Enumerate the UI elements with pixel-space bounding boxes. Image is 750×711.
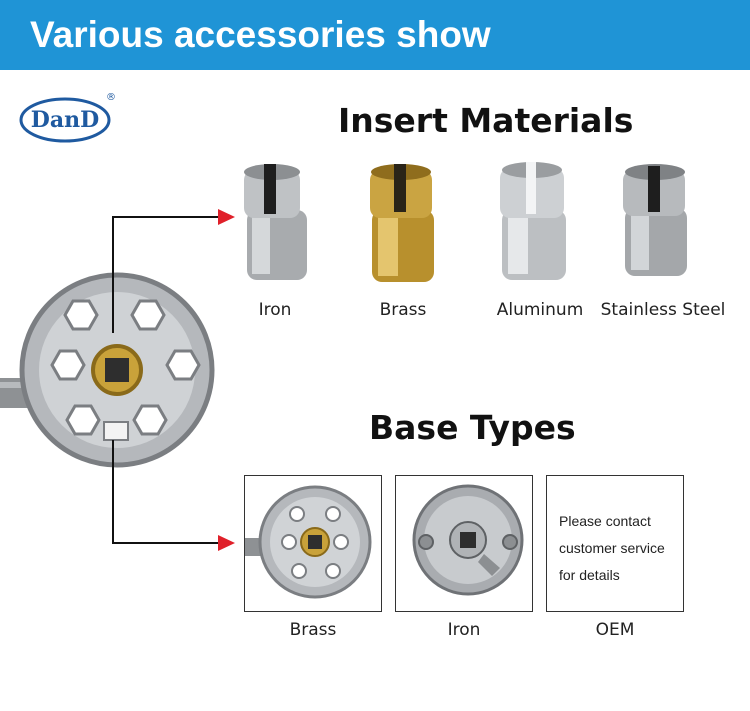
material-label: Iron — [258, 300, 292, 320]
brand-logo: DanD — [19, 97, 111, 143]
stainless-insert-image — [623, 164, 687, 276]
brass-base-image — [245, 485, 372, 599]
base-oem-box: Please contact customer service for deta… — [546, 475, 684, 612]
logo-text: DanD — [30, 107, 100, 133]
base-label: Iron — [447, 620, 481, 640]
logo-oval-icon — [19, 97, 111, 143]
base-brass-box — [244, 475, 382, 612]
insert-iron — [230, 160, 380, 340]
arrow-head-icon — [218, 535, 235, 551]
material-label: Aluminum — [496, 300, 584, 320]
arrow-head-icon — [218, 209, 235, 225]
page-title: Various accessories show — [30, 14, 491, 55]
iron-base-image — [412, 484, 524, 596]
header-banner: Various accessories show — [0, 0, 750, 70]
base-label: Brass — [289, 620, 337, 640]
iron-insert-image — [244, 164, 307, 280]
lock-base-photo — [0, 272, 215, 468]
insert-brass — [360, 160, 510, 340]
base-types-title: Base Types — [369, 408, 576, 447]
insert-materials-title: Insert Materials — [338, 101, 634, 140]
material-label: Stainless Steel — [600, 300, 726, 320]
brass-insert-image — [370, 164, 434, 282]
base-label: OEM — [595, 620, 635, 640]
aluminum-insert-image — [500, 162, 566, 280]
insert-aluminum — [490, 160, 640, 340]
base-iron-box — [395, 475, 533, 612]
material-label: Brass — [379, 300, 427, 320]
insert-stainless-steel — [615, 160, 750, 340]
oem-contact-text: Please contact customer service for deta… — [559, 513, 665, 583]
registered-mark: ® — [106, 92, 116, 103]
